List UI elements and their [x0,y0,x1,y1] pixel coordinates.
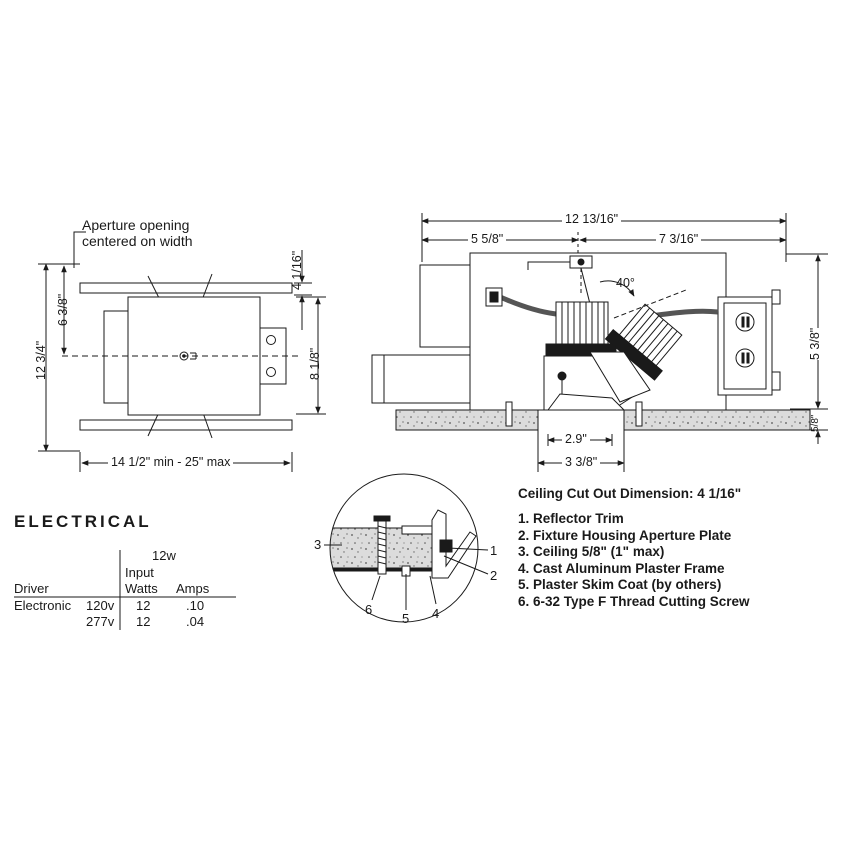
note-item: 5. Plaster Skim Coat (by others) [518,577,722,592]
dim-depth: 4 1/16" [290,250,304,290]
col-input-line1: Input [125,565,154,580]
dim-half-length: 6 3/8" [56,293,70,326]
detail-trim [431,509,477,579]
dim-cutout: 3 3/8" [562,455,601,469]
plan-view [38,231,326,472]
dim-height: 5 3/8" [808,327,822,360]
row-voltage: 120v [86,598,115,613]
callout-5: 5 [402,611,410,626]
col-amps: Amps [176,581,210,596]
junction-box-section [717,296,773,396]
ceiling-board-right [623,409,811,431]
col-driver: Driver [14,581,49,596]
detail-circle [329,473,479,623]
cutout-dimension: Ceiling Cut Out Dimension: 4 1/16" [518,486,742,501]
dim-left-width: 5 5/8" [468,232,507,246]
flex-cable [496,293,557,317]
note-item: 4. Cast Aluminum Plaster Frame [518,560,725,576]
dim-ceiling: 5/8" [810,414,821,432]
dim-total-width: 12 13/16" [562,212,622,226]
note-item: 6. 6-32 Type F Thread Cutting Screw [518,593,750,609]
dim-overall-length: 12 3/4" [34,340,48,380]
col-input-line2: Watts [125,581,158,596]
aperture-leader [73,231,86,268]
aperture-note-line2: centered on width [82,233,193,249]
callout-4: 4 [432,606,440,621]
wattage-header: 12w [152,548,176,563]
dim-aperture: 2.9" [562,432,590,446]
row-watts: 12 [136,598,151,613]
note-item: 2. Fixture Housing Aperture Plate [518,527,732,543]
note-item: 3. Ceiling 5/8" (1" max) [518,544,665,559]
section-view [371,213,828,472]
row-amps: .04 [186,614,205,629]
row-amps: .10 [186,598,205,613]
dim-right-width: 7 3/16" [656,232,702,246]
trim-assembly [543,351,651,411]
electrical-title: ELECTRICAL [14,512,152,531]
top-bar-hanger [79,282,293,294]
bottom-bar-hanger [79,419,293,431]
driver-enclosure [419,264,471,348]
aperture-note-line1: Aperture opening [82,217,190,233]
row-voltage: 277v [86,614,115,629]
heat-sink-vertical [545,301,617,357]
row-watts: 12 [136,614,151,629]
electrical-table-rules [14,550,236,630]
note-item: 1. Reflector Trim [518,511,624,526]
callout-1: 1 [490,543,498,558]
notes-block: Ceiling Cut Out Dimension: 4 1/16" 1. Re… [518,486,750,610]
callout-2: 2 [490,568,498,583]
ceiling-board-left [395,409,539,431]
callout-3: 3 [314,537,322,552]
detail-view [324,473,489,623]
row-driver: Electronic [14,598,72,613]
callout-6: 6 [365,602,373,617]
dim-width: 8 1/8" [308,347,322,380]
dim-span: 14 1/2" min - 25" max [108,455,234,469]
detail-screw [373,515,391,575]
driver-box [103,310,129,404]
aperture-note: Aperture opening centered on width [82,217,193,249]
heat-sink-tilted [604,303,683,381]
tilt-angle: 40° [616,276,635,290]
